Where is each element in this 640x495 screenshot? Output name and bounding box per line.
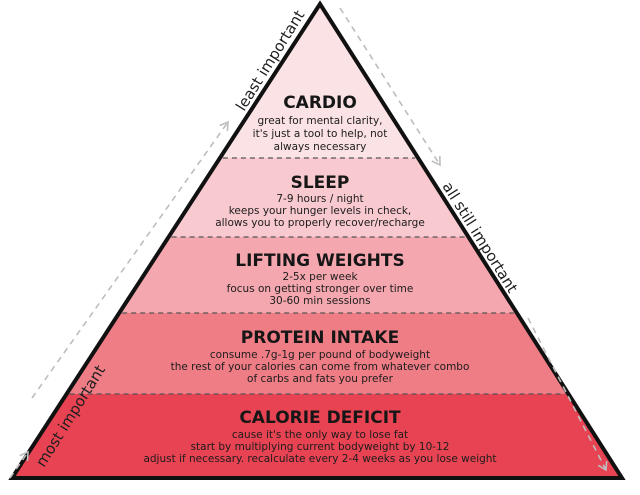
tier-description-line: 7-9 hours / night [276,193,363,205]
right-arrow-down [339,7,441,167]
arrow-head-icon [219,120,229,132]
tier-title-calorie-deficit: CALORIE DEFICIT [239,408,401,428]
arrow-head-icon [597,460,608,472]
tier-texts: CARDIO great for mental clarity,it's just… [143,93,496,465]
tier-description-line: the rest of your calories can come from … [171,361,470,373]
tier-description-line: allows you to properly recover/recharge [215,217,425,229]
tier-description-line: keeps your hunger levels in check, [229,205,412,217]
pyramid-outline [8,0,626,480]
left-arrow-lower [9,450,29,479]
tier-band-calorie-deficit [12,394,622,478]
tier-dividers [69,157,566,395]
tier-title-sleep: SLEEP [291,173,350,193]
tier-description-line: 2-5x per week [282,271,358,283]
tier-description-line: focus on getting stronger over time [227,283,414,295]
tier-title-cardio: CARDIO [283,93,357,113]
left-arrow-up [31,120,229,399]
tier-description-line: adjust if necessary. recalculate every 2… [143,453,496,465]
tier-band-protein-intake [12,313,622,394]
right-arrow-lower [527,317,608,472]
side-arrows [9,7,608,479]
arrow-head-icon [19,450,29,462]
tier-description-line: it's just a tool to help, not [253,128,388,140]
tier-description-line: of carbs and fats you prefer [247,373,394,385]
tier-description-line: great for mental clarity, [257,115,382,127]
tier-description-line: cause it's the only way to lose fat [232,429,408,441]
tier-title-protein-intake: PROTEIN INTAKE [241,328,399,348]
tier-description-line: always necessary [274,141,367,153]
pyramid-tiers [12,4,622,478]
tier-description-line: consume .7g-1g per pound of bodyweight [210,349,430,361]
arrow-head-icon [431,155,441,167]
tier-title-lifting-weights: LIFTING WEIGHTS [235,251,405,271]
tier-description-line: 30-60 min sessions [269,295,370,307]
tier-cardio: CARDIO great for mental clarity,it's just… [253,93,388,153]
tier-description-line: start by multiplying current bodyweight … [191,441,450,453]
